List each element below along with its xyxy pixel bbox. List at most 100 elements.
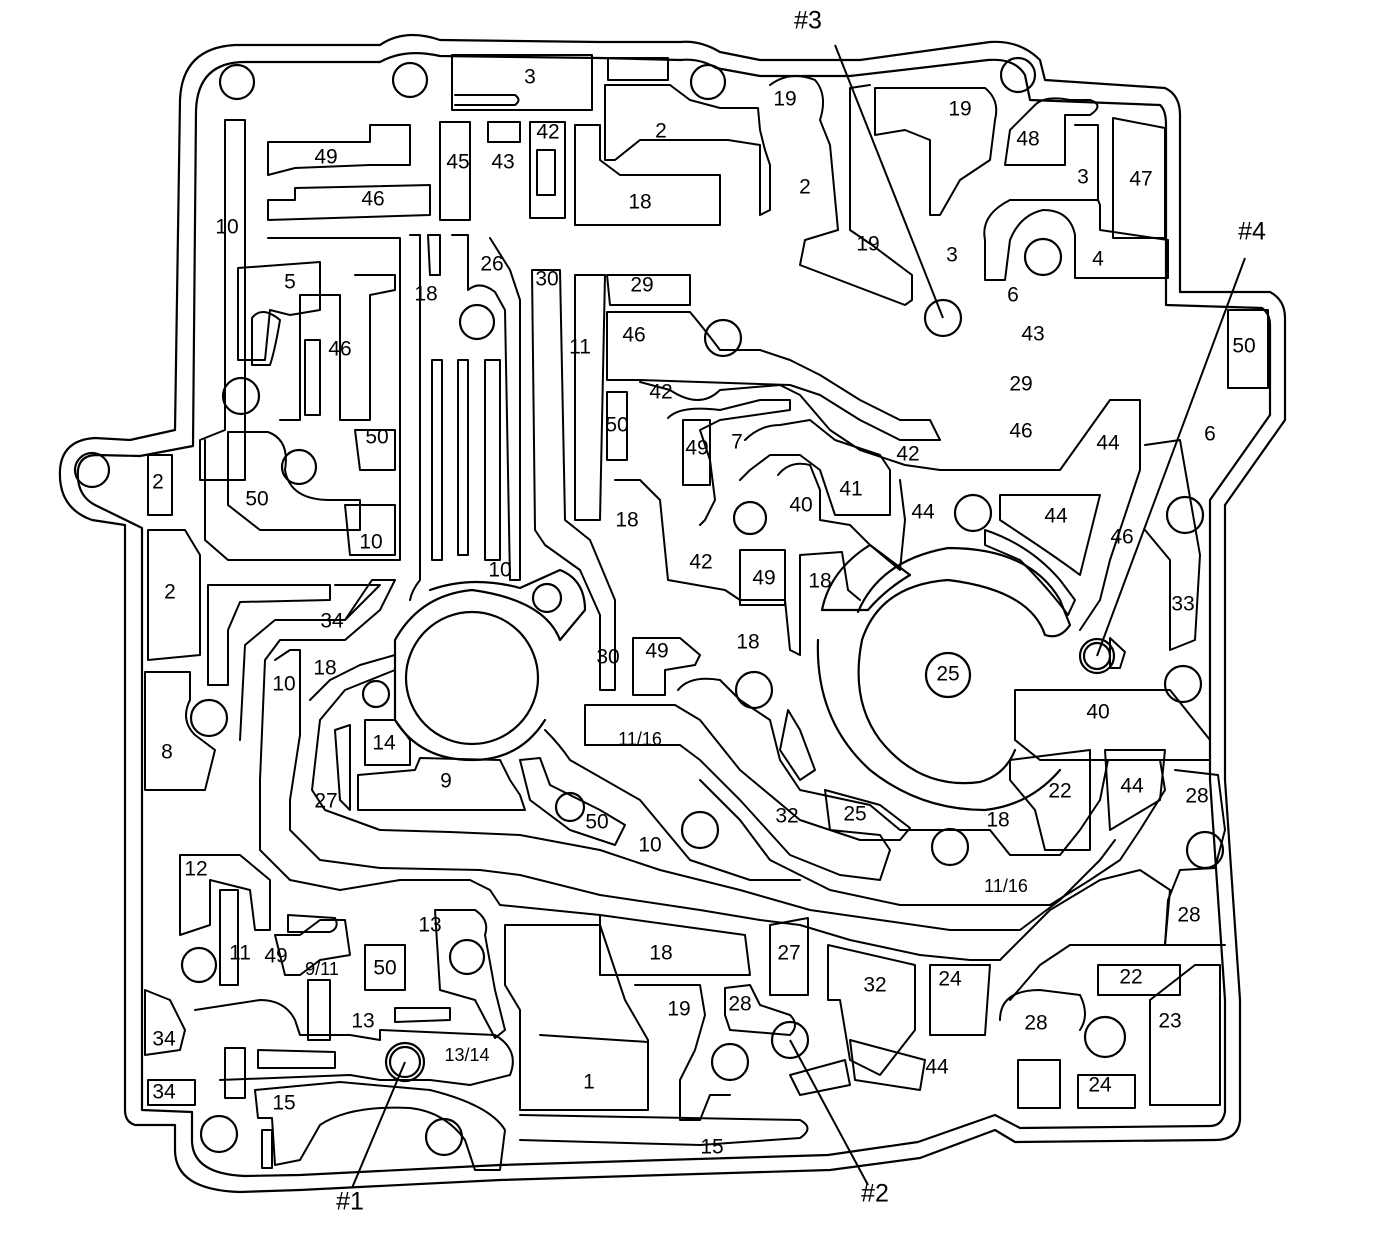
passage-label: 19 <box>948 98 971 121</box>
passage-label: 5 <box>284 271 296 294</box>
passage-label: 18 <box>628 191 651 214</box>
passage-label: 28 <box>728 993 751 1016</box>
passage-label: 25 <box>843 803 866 826</box>
passage-label: 18 <box>736 631 759 654</box>
passage-label: 40 <box>1086 701 1109 724</box>
passage-label: 19 <box>773 88 796 111</box>
passage-label: 47 <box>1129 168 1152 191</box>
passage-label: 30 <box>535 268 558 291</box>
passage-label: 45 <box>446 151 469 174</box>
passage-label: 10 <box>272 673 295 696</box>
passage-label: 18 <box>808 570 831 593</box>
passage-label: 2 <box>164 581 176 604</box>
callout-labels: #1 #2 #3 #4 <box>336 7 1266 1216</box>
passage-label: 3 <box>524 66 536 89</box>
passage-label: 11 <box>569 336 591 359</box>
passage-label: 30 <box>596 646 619 669</box>
passage-label: 50 <box>605 414 628 437</box>
passage-label: 28 <box>1177 904 1200 927</box>
passage-label: 22 <box>1048 780 1071 803</box>
passage-label: 43 <box>491 151 514 174</box>
passage-label: 2 <box>152 471 164 494</box>
passage-label: 42 <box>896 443 919 466</box>
passage-label: 6 <box>1007 284 1019 307</box>
passage-label: 50 <box>1232 335 1255 358</box>
passage-labels: 3 2 19 19 48 3 47 49 45 43 42 46 18 2 19… <box>152 66 1256 1159</box>
bolt-holes <box>73 56 1225 1157</box>
passage-label: 49 <box>264 945 287 968</box>
passage-label: 41 <box>839 478 862 501</box>
passage-label: 11/16 <box>618 729 662 749</box>
passage-label: 19 <box>856 233 879 256</box>
passage-label: 29 <box>630 274 653 297</box>
passage-label: 7 <box>731 431 743 454</box>
passage-label: 18 <box>649 942 672 965</box>
passage-label: 32 <box>863 974 886 997</box>
passage-label: 2 <box>799 176 811 199</box>
passage-label: 34 <box>320 610 344 633</box>
passage-label: 25 <box>936 663 959 686</box>
passage-label: 44 <box>925 1056 949 1079</box>
passage-label: 14 <box>372 732 396 755</box>
passage-label: 2 <box>655 120 667 143</box>
passage-label: 18 <box>414 283 437 306</box>
passage-label: 44 <box>1096 432 1120 455</box>
passage-label: 49 <box>685 437 708 460</box>
callout-1: #1 <box>336 1188 364 1216</box>
passage-label: 50 <box>245 488 268 511</box>
passage-label: 24 <box>938 968 962 991</box>
passage-label: 29 <box>1009 373 1032 396</box>
passage-label: 13 <box>418 914 441 937</box>
passage-label: 46 <box>328 338 351 361</box>
callout-3: #3 <box>794 7 822 35</box>
passage-label: 50 <box>373 957 396 980</box>
passage-label: 9/11 <box>305 959 339 979</box>
passage-label: 15 <box>700 1136 723 1159</box>
passage-label: 49 <box>752 567 775 590</box>
passage-label: 3 <box>1077 166 1089 189</box>
passage-label: 46 <box>361 188 384 211</box>
passage-label: 10 <box>359 531 382 554</box>
callout-4: #4 <box>1238 218 1266 246</box>
passage-label: 46 <box>622 324 645 347</box>
passage-label: 34 <box>152 1028 176 1051</box>
passage-label: 8 <box>161 741 173 764</box>
passage-label: 26 <box>480 253 503 276</box>
callout-2: #2 <box>861 1180 889 1208</box>
passage-label: 50 <box>585 811 608 834</box>
passage-label: 24 <box>1088 1074 1112 1097</box>
passage-label: 46 <box>1009 420 1032 443</box>
passage-label: 49 <box>645 640 668 663</box>
passage-label: 10 <box>638 834 661 857</box>
passage-label: 23 <box>1158 1010 1181 1033</box>
passage-label: 9 <box>440 770 452 793</box>
passage-label: 15 <box>272 1092 295 1115</box>
passage-label: 44 <box>911 501 935 524</box>
passage-label: 42 <box>689 551 712 574</box>
passage-label: 42 <box>649 381 672 404</box>
passage-label: 6 <box>1204 423 1216 446</box>
passage-label: 12 <box>184 858 207 881</box>
passage-label: 44 <box>1044 505 1068 528</box>
passage-label: 50 <box>365 426 388 449</box>
passage-label: 27 <box>314 790 337 813</box>
passage-label: 11/16 <box>984 876 1028 896</box>
passage-label: 40 <box>789 494 812 517</box>
passage-label: 32 <box>775 805 798 828</box>
passage-label: 4 <box>1092 248 1104 271</box>
passage-label: 10 <box>488 559 511 582</box>
passage-label: 18 <box>615 509 638 532</box>
passage-label: 34 <box>152 1081 176 1104</box>
passage-label: 10 <box>215 216 238 239</box>
passage-label: 18 <box>986 809 1009 832</box>
passage-label: 22 <box>1119 966 1142 989</box>
passage-label: 28 <box>1024 1012 1047 1035</box>
passage-label: 11 <box>229 942 251 965</box>
passage-label: 48 <box>1016 128 1039 151</box>
passage-label: 13/14 <box>444 1045 489 1065</box>
passage-25-ring <box>924 651 972 699</box>
passage-label: 28 <box>1185 785 1208 808</box>
passage-label: 18 <box>313 657 336 680</box>
